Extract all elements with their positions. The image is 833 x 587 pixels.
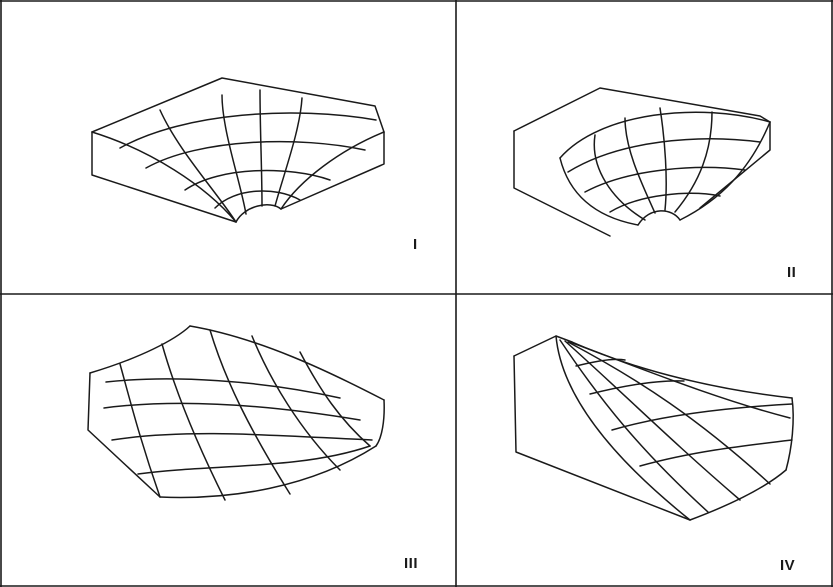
block-i-left-face — [91, 131, 237, 223]
block-iii-contour-2 — [103, 402, 361, 421]
block-ii-left-face — [513, 130, 611, 237]
block-iv-flow-2 — [564, 340, 741, 501]
block-i-right-face — [280, 131, 385, 210]
block-ii-flow-1 — [593, 134, 646, 221]
block-i-flow-1 — [159, 109, 237, 223]
block-ii-front-notch — [637, 210, 681, 226]
block-ii-contour-1 — [609, 192, 721, 213]
block-diagram-iv — [513, 335, 794, 521]
block-iii-top-left — [89, 325, 191, 374]
block-iii-flow-1 — [119, 363, 161, 498]
block-i-contour-3 — [145, 140, 366, 169]
block-i-flow-2 — [221, 94, 247, 215]
block-iv-left-face — [513, 355, 691, 521]
block-ii-flow-2 — [624, 117, 656, 214]
block-iii-flow-5 — [299, 351, 371, 447]
block-i-contour-2 — [184, 169, 331, 191]
block-iv-contour-2 — [589, 380, 685, 395]
block-iii-flow-4 — [251, 335, 341, 471]
block-i-top-outline — [91, 77, 385, 133]
block-iv-flow-4 — [569, 341, 791, 419]
block-iii-contour-3 — [111, 432, 373, 441]
block-iv-flow-1 — [559, 339, 709, 513]
block-iv-slope-edge — [555, 335, 691, 521]
block-iv-right-edge — [785, 397, 794, 471]
block-i-flow-3 — [259, 89, 263, 207]
block-iii-front-edge — [159, 445, 377, 499]
block-iii-back-edge — [189, 325, 385, 401]
panel-label-i: I — [413, 236, 418, 253]
block-iv-front-edge — [689, 469, 787, 521]
block-diagram-i — [91, 77, 385, 223]
block-iii-flow-2 — [161, 343, 226, 501]
block-i-right-slope-edge — [280, 131, 385, 210]
block-ii-flow-4 — [674, 111, 713, 213]
panel-label-ii: II — [787, 264, 797, 281]
block-ii-flow-3 — [659, 107, 667, 211]
block-ii-bowl-rim — [559, 111, 771, 159]
block-i-left-slope-edge — [91, 131, 237, 223]
block-iv-back-edge — [571, 341, 793, 399]
block-i-front-notch — [235, 204, 282, 223]
block-ii-top-outline — [513, 87, 771, 132]
panel-label-iv: IV — [780, 557, 796, 574]
block-ii-contour-2 — [584, 166, 746, 193]
block-diagram-ii — [513, 87, 771, 237]
block-i-flow-4 — [274, 97, 303, 207]
block-ii-right-face — [699, 121, 771, 209]
block-iii-contour-1 — [105, 378, 341, 399]
block-ii-bowl-left — [559, 157, 639, 226]
block-ii-contour-3 — [567, 138, 761, 173]
block-iv-contour-4 — [639, 439, 793, 467]
block-iii-flow-3 — [209, 329, 291, 495]
block-iv-contour-1 — [575, 358, 626, 367]
block-iv-contour-3 — [611, 403, 793, 431]
block-diagram-iii — [87, 325, 385, 501]
panel-label-iii: III — [404, 555, 419, 572]
block-ii-bowl-right — [679, 121, 771, 221]
block-iv-flow-3 — [567, 341, 771, 485]
block-i-contour-4 — [119, 112, 377, 149]
block-iii-contour-4 — [137, 445, 371, 475]
block-iii-left-face — [87, 372, 161, 498]
block-iii-right-edge — [375, 399, 385, 447]
